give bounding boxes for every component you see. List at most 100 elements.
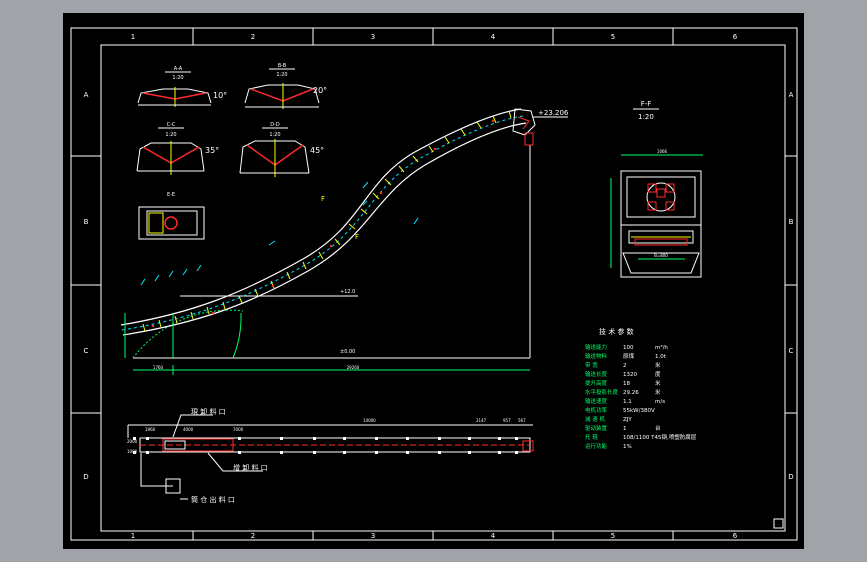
f-outer-frame — [620, 170, 702, 278]
plan-dim-2: 4000 — [183, 427, 194, 432]
tech-row-9-value: 1 — [623, 426, 627, 432]
section-c-title: C-C — [167, 122, 176, 128]
section-f-bottom-dim: B=800 — [654, 253, 668, 258]
plan-left-dim-0: 2000 — [127, 439, 138, 444]
tech-row-0-name: 输送能力 — [585, 343, 607, 351]
conveyor-elevation: 1760 29260 — [120, 108, 569, 375]
section-d-d: D-D 1:20 45° — [239, 122, 324, 177]
tech-row-2-value: 2 — [623, 363, 627, 369]
conveyor-plan: 1960 4000 7000 14000 2147 957 567 2000 1… — [127, 407, 534, 504]
tech-row-10-name: 托 辊 — [585, 433, 598, 441]
tech-row-7-name: 电机功率 — [585, 406, 608, 414]
col-label-4-bottom: 4 — [491, 532, 496, 540]
col-label-6-bottom: 6 — [733, 532, 738, 540]
tech-row-5-unit: 米 — [655, 388, 661, 396]
frame-labels: 1 2 3 4 5 6 1 2 3 4 5 6 A B C D A B C D — [83, 33, 793, 540]
section-c-c: C-C 1:20 35° — [136, 122, 219, 175]
section-markers — [140, 181, 419, 286]
tech-row-2-name: 带 宽 — [585, 361, 598, 369]
plan-dim-5: 2147 — [476, 418, 487, 423]
section-f-top-dim: 1066 — [657, 149, 668, 154]
row-label-b-right: B — [789, 218, 794, 226]
tech-row-0-value: 100 — [623, 345, 634, 351]
col-label-6: 6 — [733, 33, 738, 41]
elev-mid-label: +12.0 — [340, 289, 355, 295]
section-e-e: E-E — [138, 192, 205, 240]
idler-marks — [142, 110, 512, 332]
discharge-head — [512, 108, 536, 136]
tech-row-10-value: 108/1100 T45钢,喷塑防腐层 — [623, 433, 697, 441]
tech-row-3-value: 1320 — [623, 372, 637, 378]
section-b-title: B-B — [278, 63, 287, 69]
plan-left-dim-1: 1000 — [127, 449, 138, 454]
section-d-angle: 45° — [310, 146, 324, 155]
tech-row-4-value: 18 — [623, 381, 630, 387]
silo-outlet-box — [165, 478, 181, 494]
section-f-scale: 1:20 — [638, 113, 654, 121]
cad-drawing: 1 2 3 4 5 6 1 2 3 4 5 6 A B C D A B C D … — [70, 27, 798, 541]
tech-row-5-name: 水平投影长度 — [585, 388, 619, 396]
tech-row-3-name: 输送长度 — [585, 370, 608, 378]
label-existing-inlet: 現 卸 料 口 — [191, 407, 226, 416]
tech-row-1-name: 输送物料 — [585, 352, 608, 360]
f-marker-lower: F — [355, 233, 359, 241]
col-label-5: 5 — [611, 33, 615, 41]
section-d-scale: 1:20 — [269, 132, 280, 138]
row-label-c-right: C — [789, 347, 794, 355]
col-label-3: 3 — [371, 33, 375, 41]
tech-row-6-value: 1.1 — [623, 399, 632, 405]
tech-row-8-name: 减 速 机 — [585, 415, 605, 423]
belt-upper — [120, 108, 522, 326]
tech-params: 技 术 参 数 输送能力 100 m³/h 输送物料 原煤 1.0t 带 宽 2… — [585, 327, 697, 450]
drawing-viewport[interactable]: 1 2 3 4 5 6 1 2 3 4 5 6 A B C D A B C D … — [63, 13, 804, 549]
plan-dim-7: 567 — [518, 418, 526, 423]
col-label-5-bottom: 5 — [611, 532, 615, 540]
col-label-3-bottom: 3 — [371, 532, 375, 540]
tech-row-4-name: 提升高度 — [585, 379, 608, 387]
tech-row-0-unit: m³/h — [655, 344, 668, 351]
angle-arc — [232, 312, 242, 359]
section-c-scale: 1:20 — [165, 132, 176, 138]
corner-mark — [773, 518, 784, 529]
label-silo-outlet: 筒 仓 出 料 口 — [191, 495, 235, 504]
tech-row-4-unit: 米 — [655, 379, 661, 387]
elev-top-label: +23.206 — [538, 109, 569, 117]
tech-row-6-unit: m/s — [655, 399, 665, 405]
tech-row-8-value: ZJY — [623, 417, 632, 423]
section-c-angle: 35° — [205, 146, 219, 155]
section-a-title: A-A — [174, 66, 183, 72]
section-e-title: E-E — [167, 192, 175, 198]
plan-dim-3: 7000 — [233, 427, 244, 432]
row-label-a-right: A — [789, 91, 794, 99]
f-marker-upper: F — [321, 195, 325, 203]
discharge-chute — [524, 132, 534, 146]
section-f-f: F-F 1:20 1066 B=800 — [610, 100, 703, 278]
row-label-b: B — [84, 218, 89, 226]
tech-row-7-value: 55kW/380V — [623, 408, 655, 414]
belt-lower — [122, 122, 527, 336]
tech-row-6-name: 输送速度 — [585, 397, 608, 405]
elev-left-dim: 1760 — [153, 365, 164, 370]
col-label-2-bottom: 2 — [251, 532, 255, 540]
belt-centerline — [121, 115, 524, 331]
elev-base-dim: 29260 — [347, 365, 360, 370]
row-label-a: A — [84, 91, 89, 99]
col-label-4: 4 — [491, 33, 496, 41]
elev-base-label: ±0.00 — [340, 349, 355, 355]
tech-row-5-value: 29.26 — [623, 390, 639, 396]
col-label-1-bottom: 1 — [131, 532, 135, 540]
drawing-frame — [70, 27, 798, 541]
tech-row-3-unit: 度 — [655, 370, 661, 378]
tech-row-1-value: 原煤 — [623, 352, 635, 360]
row-label-c: C — [84, 347, 89, 355]
col-label-2: 2 — [251, 33, 255, 41]
plan-dim-6: 957 — [503, 418, 511, 423]
plan-dim-4: 14000 — [363, 418, 376, 423]
tech-row-2-unit: 米 — [655, 361, 661, 369]
idler-dots — [151, 119, 495, 328]
section-a-angle: 10° — [213, 91, 227, 100]
section-a-a: A-A 1:20 10° — [137, 66, 227, 107]
plan-dim-0: 1960 — [145, 427, 156, 432]
section-b-b: B-B 1:20 20° — [244, 63, 327, 109]
tech-row-1-unit: 1.0t — [655, 354, 667, 360]
